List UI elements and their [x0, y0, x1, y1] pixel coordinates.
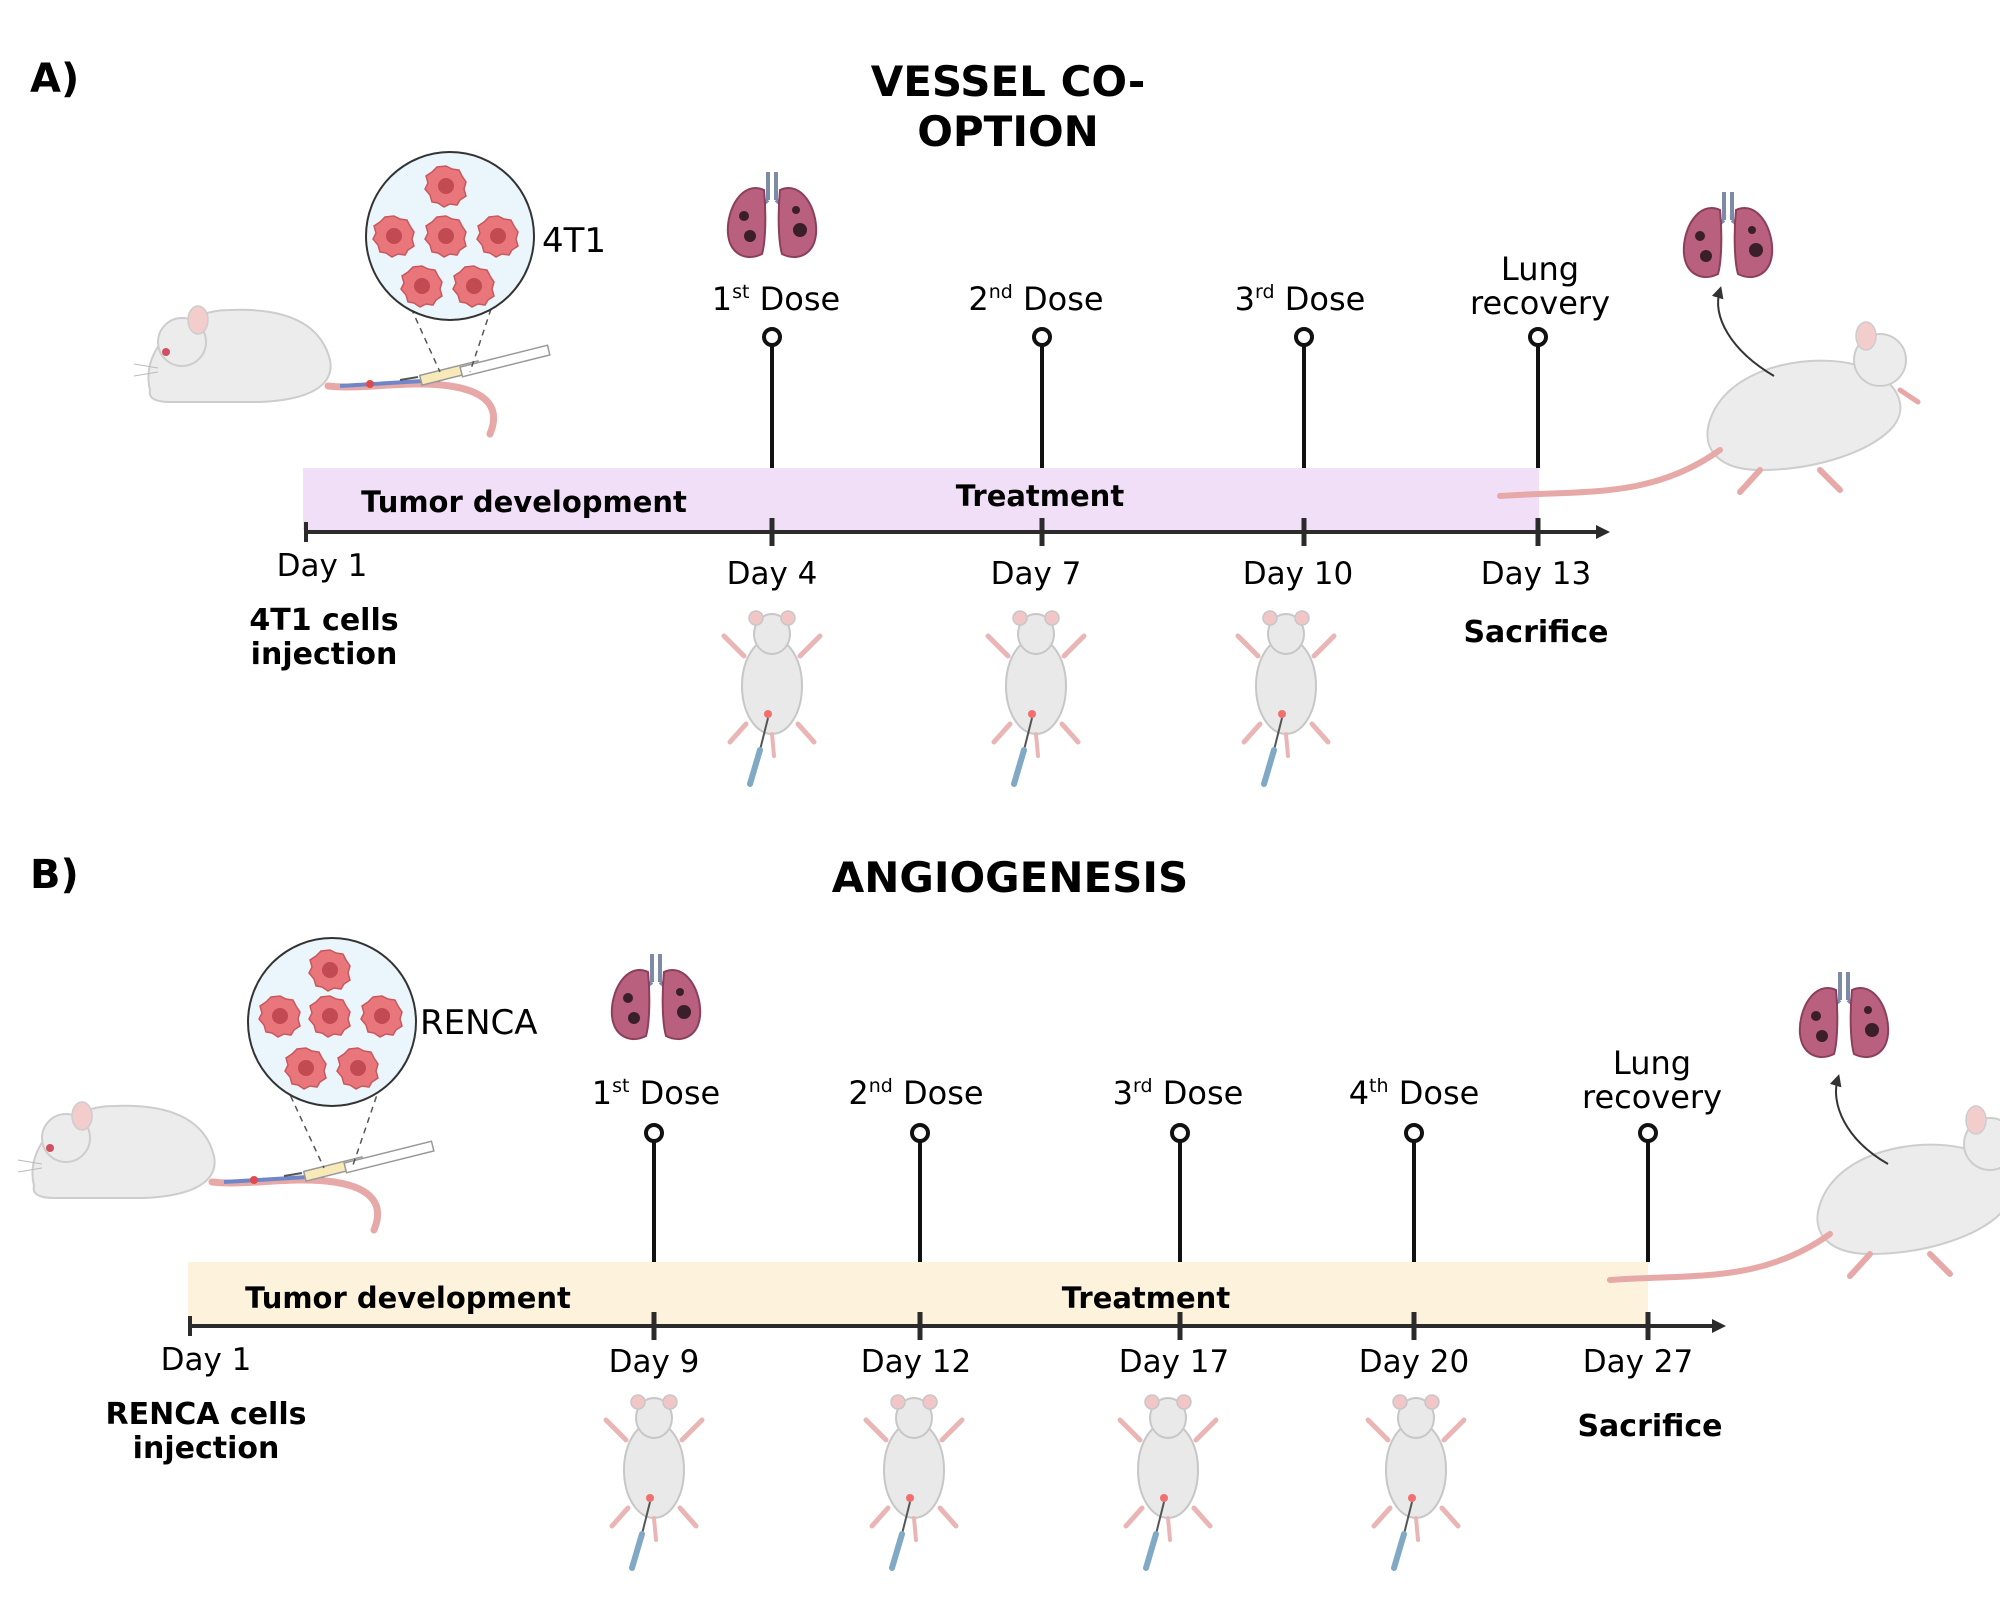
- panel-b-phase-tumor: Tumor development: [245, 1281, 571, 1315]
- panel-a-dose-marker: [1032, 327, 1052, 546]
- lungs-icon: [1681, 190, 1775, 280]
- panel-a-end-marker: [1528, 327, 1548, 546]
- panel-a-end-line1: Lung: [1501, 250, 1579, 288]
- panel-a-sacrifice: Sacrifice: [1463, 615, 1608, 650]
- panel-b-sacrifice: Sacrifice: [1577, 1409, 1722, 1444]
- panel-b-dose-marker: [910, 1123, 930, 1340]
- panel-a-dose-day: Day 4: [727, 556, 818, 592]
- panel-a-day-start: Day 1: [277, 548, 368, 584]
- lungs-icon: [609, 952, 703, 1042]
- panel-b-title: ANGIOGENESIS: [832, 853, 1189, 902]
- injection-mouse-icon: [1368, 1395, 1464, 1568]
- injection-mouse-icon: [988, 611, 1084, 784]
- panel-a-dose-marker: [762, 327, 782, 546]
- panel-a-phase-tumor: Tumor development: [361, 485, 687, 519]
- panel-a-dose-label: 3rd Dose: [1235, 280, 1366, 318]
- panel-b-dose-day: Day 20: [1359, 1344, 1470, 1380]
- panel-a-injection-line2: injection: [251, 637, 398, 672]
- panel-a-timeline-band: [303, 468, 1539, 530]
- panel-a-end-day: Day 13: [1481, 556, 1592, 592]
- panel-a-injection-line1: 4T1 cells: [249, 603, 398, 638]
- panel-a-dose-label: 1st Dose: [712, 280, 840, 318]
- panel-b-day-start: Day 1: [161, 1342, 252, 1378]
- panel-a-cell-line: 4T1: [542, 221, 606, 261]
- lungs-icon: [725, 170, 819, 260]
- lungs-icon: [1797, 970, 1891, 1060]
- sacrificed-mouse-icon: [1500, 322, 1918, 496]
- panel-b-dose-marker: [644, 1123, 664, 1340]
- panel-a-title-line2: OPTION: [917, 107, 1099, 156]
- panel-b-injection-line2: injection: [133, 1431, 280, 1466]
- panel-b-dose-label: 1st Dose: [592, 1074, 720, 1112]
- tumor-cells-icon: [365, 151, 535, 321]
- injection-mouse-icon: [866, 1395, 962, 1568]
- panel-b-dose-day: Day 17: [1119, 1344, 1230, 1380]
- lung-recovery-arrow: [1829, 1074, 1889, 1165]
- injection-mouse-icon: [1120, 1395, 1216, 1568]
- panel-b-end-marker: [1638, 1123, 1658, 1340]
- panel-b-label: B): [30, 852, 79, 898]
- panel-b-cell-line: RENCA: [420, 1003, 538, 1043]
- panel-a-end-line2: recovery: [1470, 284, 1610, 322]
- panel-a-dose-day: Day 7: [991, 556, 1082, 592]
- tumor-cells-icon: [247, 937, 417, 1107]
- lung-recovery-arrow: [1711, 286, 1775, 377]
- panel-a-dose-day: Day 10: [1243, 556, 1354, 592]
- panel-b-dose-marker: [1170, 1123, 1190, 1340]
- injection-mouse-icon: [1238, 611, 1334, 784]
- sacrificed-mouse-icon: [1610, 1106, 2000, 1280]
- panel-b-dose-marker: [1404, 1123, 1424, 1340]
- panel-b-dose-day: Day 9: [609, 1344, 700, 1380]
- injection-mouse-icon: [724, 611, 820, 784]
- panel-b-phase-treatment: Treatment: [1062, 1281, 1231, 1315]
- panel-a-phase-treatment: Treatment: [956, 479, 1125, 513]
- zoom-lines: [285, 1085, 381, 1169]
- panel-b-end-line2: recovery: [1582, 1078, 1722, 1116]
- injected-mouse-icon: [134, 306, 550, 434]
- injection-mouse-icon: [606, 1395, 702, 1568]
- panel-b-end-day: Day 27: [1583, 1344, 1694, 1380]
- injected-mouse-icon: [18, 1102, 434, 1230]
- panel-a-dose-label: 2nd Dose: [968, 280, 1103, 318]
- panel-b-dose-label: 2nd Dose: [848, 1074, 983, 1112]
- panel-b-dose-label: 4th Dose: [1349, 1074, 1480, 1112]
- panel-a-title-line1: VESSEL CO-: [871, 57, 1146, 106]
- panel-b-end-line1: Lung: [1613, 1044, 1691, 1082]
- panel-a-dose-marker: [1294, 327, 1314, 546]
- panel-b-dose-label: 3rd Dose: [1113, 1074, 1244, 1112]
- panel-a-label: A): [30, 56, 79, 102]
- panel-b-injection-line1: RENCA cells: [106, 1397, 307, 1432]
- panel-b-dose-day: Day 12: [861, 1344, 972, 1380]
